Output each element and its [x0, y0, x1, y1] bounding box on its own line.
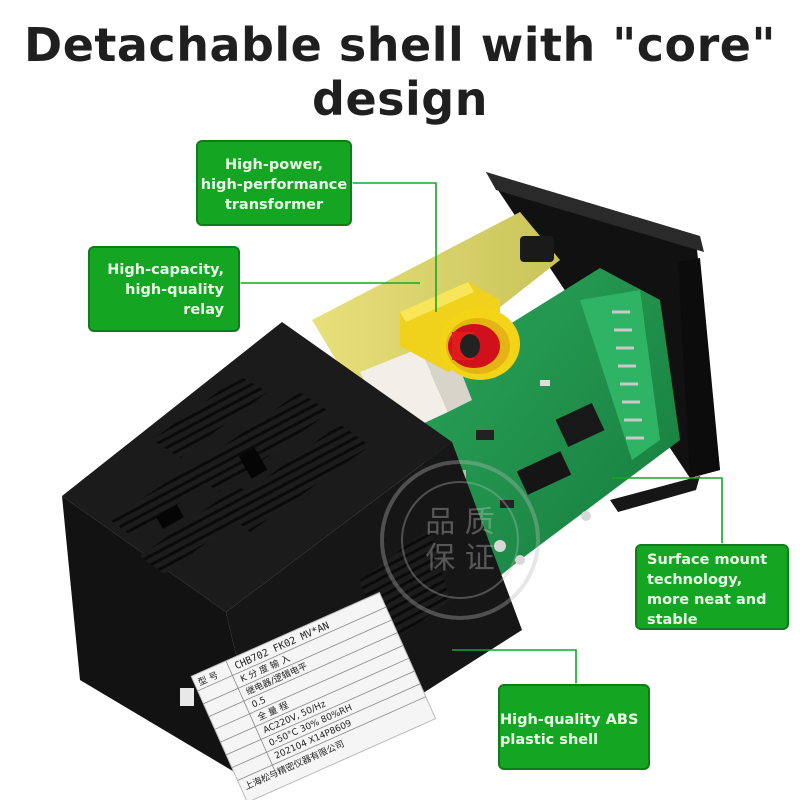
callout-text: more neat and	[647, 592, 767, 608]
callout-text: High-capacity,	[107, 262, 224, 278]
callout-surface-mount: Surface mount technology, more neat and …	[635, 544, 789, 630]
quality-seal-watermark: 品 质 保 证	[380, 460, 540, 620]
callout-abs-shell: High-quality ABS plastic shell	[498, 684, 650, 770]
transformer	[400, 236, 554, 380]
svg-text:品 质: 品 质	[425, 505, 495, 540]
capacitor	[520, 236, 554, 262]
leader-lines	[240, 182, 723, 684]
callout-text: technology,	[647, 572, 743, 588]
callout-text: High-power,	[225, 157, 323, 173]
page-title: Detachable shell with "core" design	[0, 18, 800, 126]
callout-relay: High-capacity, high-quality relay	[88, 246, 240, 332]
callout-text: Surface mount	[647, 552, 768, 568]
callout-text: plastic shell	[500, 732, 599, 748]
callout-text: High-quality ABS	[500, 712, 639, 728]
title-line-2: design	[312, 72, 488, 126]
callout-text: stable	[647, 612, 698, 628]
ic-chip	[516, 451, 572, 495]
callout-text: high-quality	[125, 282, 224, 298]
title-line-1: Detachable shell with "core"	[24, 18, 776, 72]
callout-text: relay	[183, 302, 224, 318]
callout-text: high-performance	[200, 177, 348, 193]
svg-text:保 证: 保 证	[425, 541, 495, 576]
ic-chip	[555, 402, 605, 448]
product-label: CHB702 FK02 MV*AN 型 号 K 分 度 输 入 继电器/逻辑电平…	[190, 591, 437, 800]
callout-text: transformer	[224, 197, 324, 213]
callout-transformer: High-power, high-performance transformer	[196, 140, 352, 226]
